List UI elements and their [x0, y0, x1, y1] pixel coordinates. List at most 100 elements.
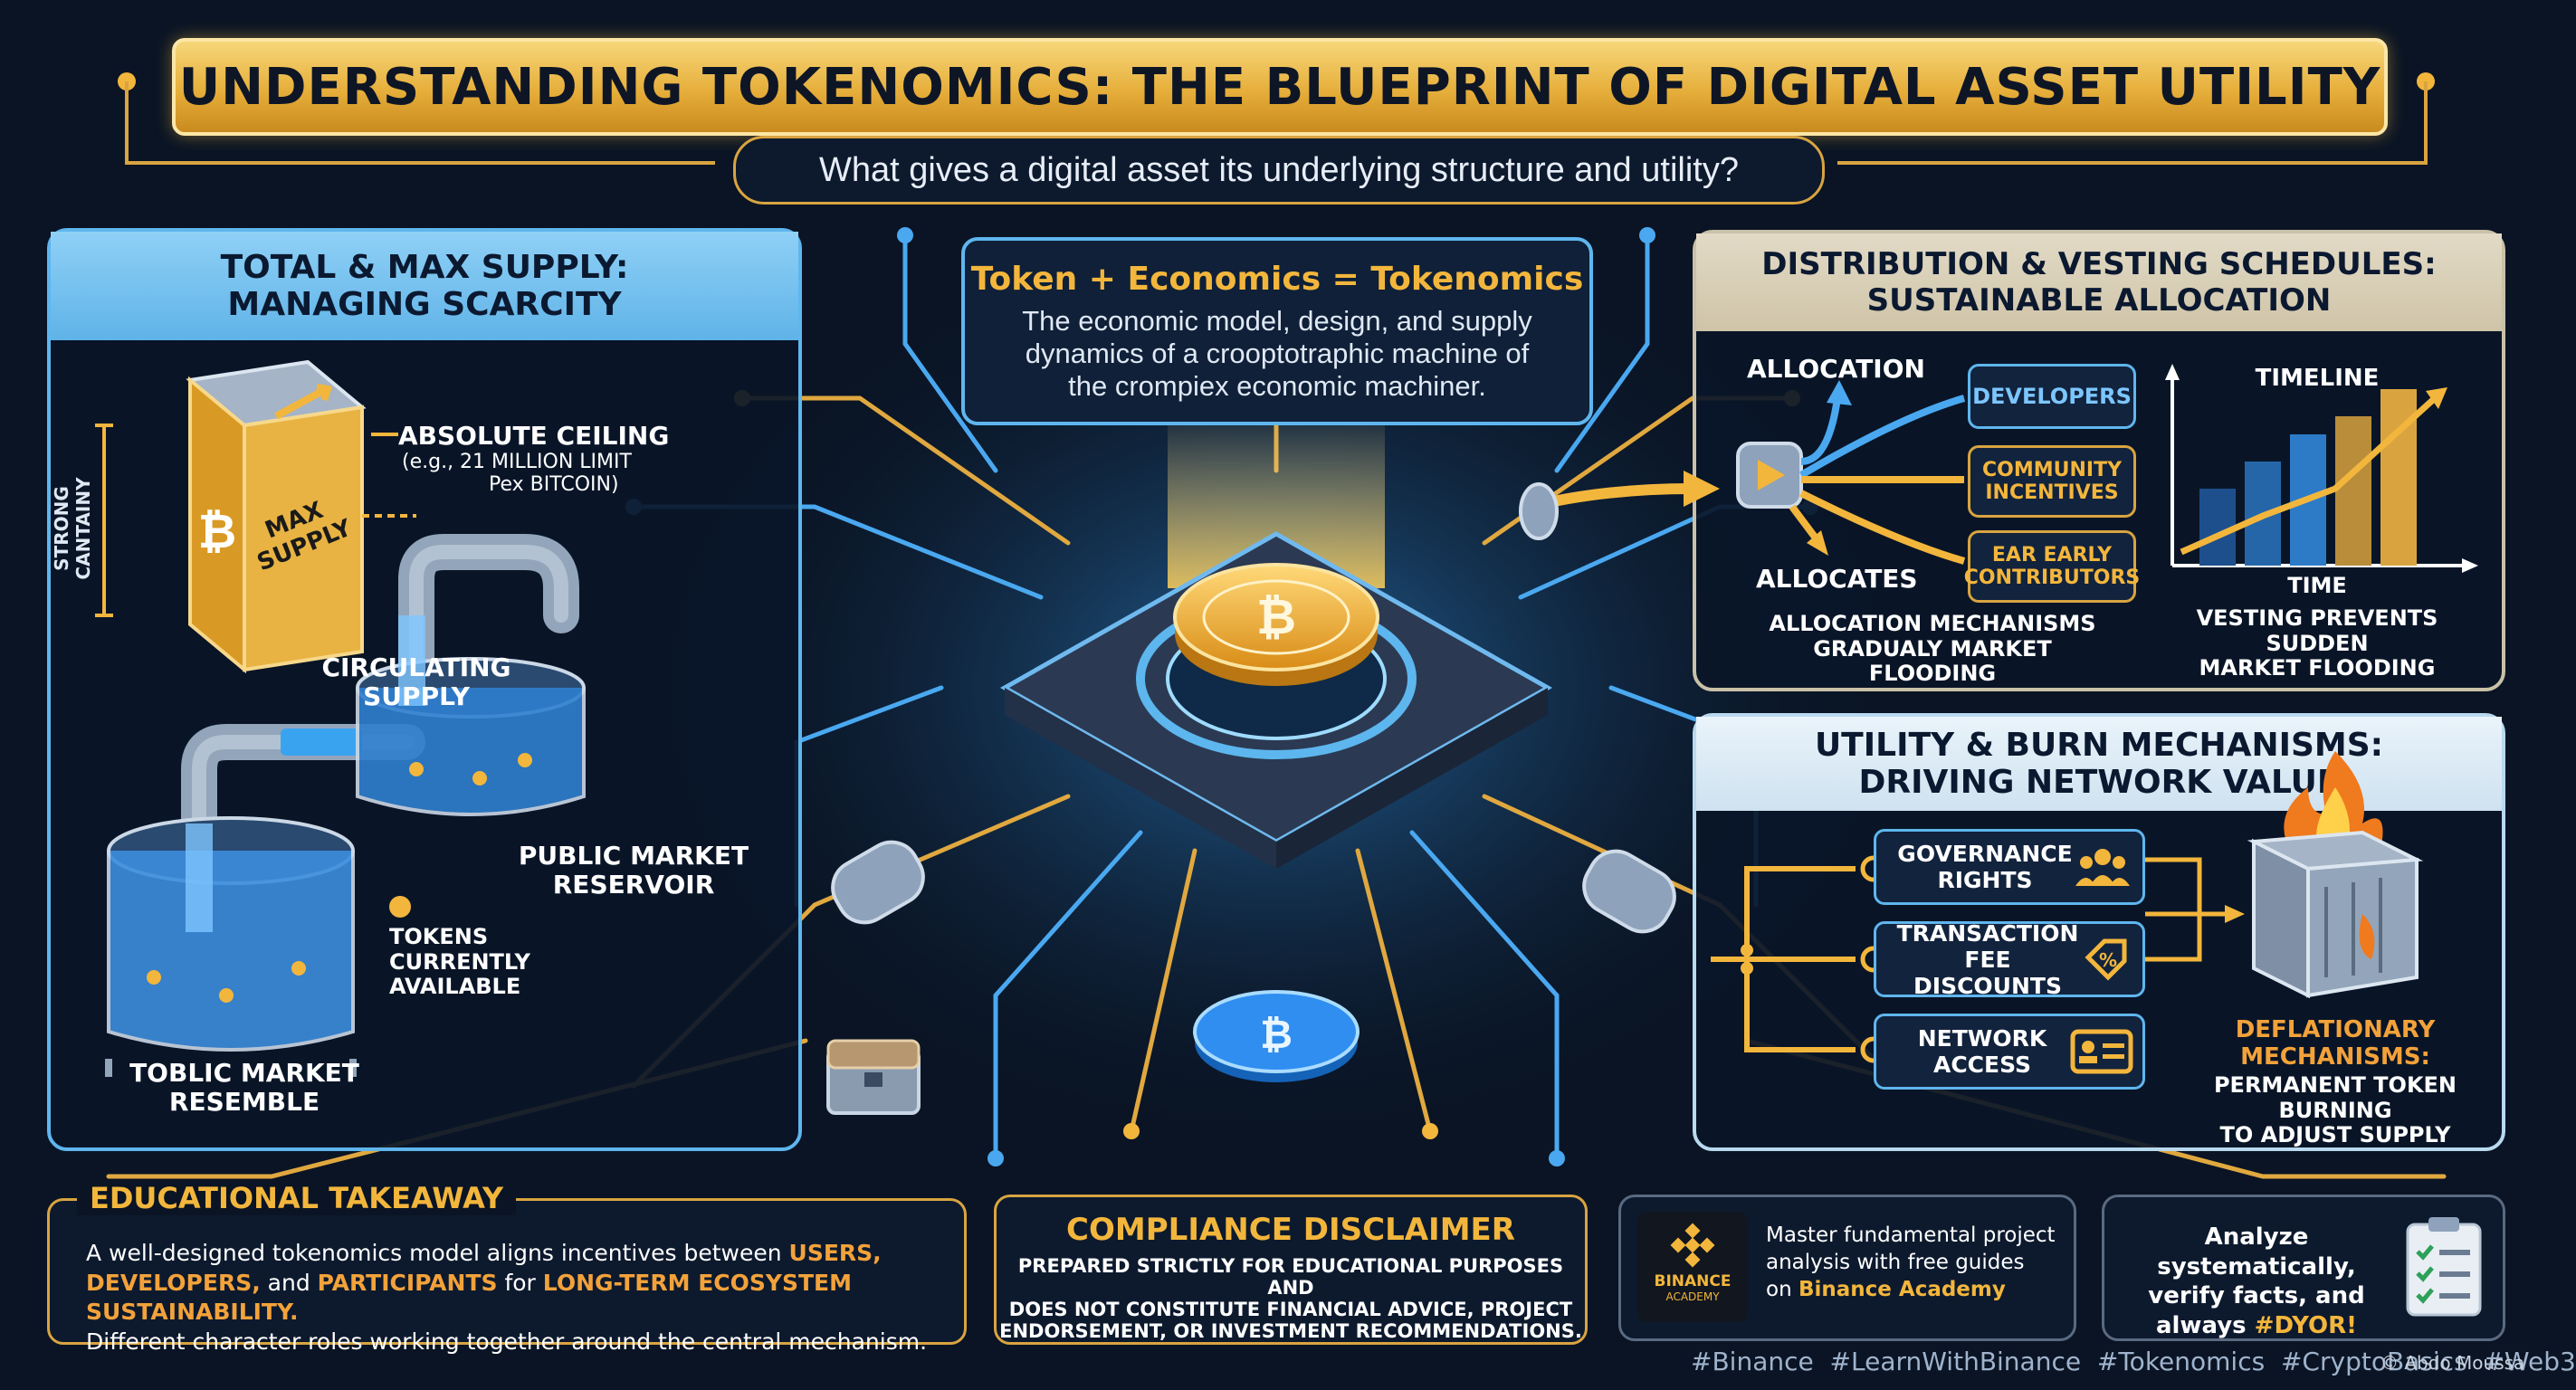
vesting-line-2: MARKET FLOODING: [2199, 655, 2436, 681]
absolute-ceiling-label: ABSOLUTE CEILING (e.g., 21 MILLION LIMIT…: [398, 421, 670, 497]
permanent-burn-label: PERMANENT TOKEN BURNING TO ADJUST SUPPLY: [2172, 1072, 2498, 1148]
utility-title-2: DRIVING NETWORK VALUE: [1858, 764, 2340, 801]
pipe-icon: [831, 840, 925, 925]
binance-academy-link[interactable]: Binance Academy: [1798, 1277, 2006, 1301]
mech-line-2: GRADUALY MARKET FLOODING: [1813, 635, 2052, 687]
arrow-to-burn-icon: [2145, 857, 2245, 962]
tx-line-2: FEE DISCOUNTS: [1913, 946, 2062, 999]
takeaway-developers: DEVELOPERS,: [86, 1269, 261, 1296]
dyor-box: Analyze systematically, verify facts, an…: [2102, 1195, 2505, 1341]
supply-title-2: MANAGING SCARCITY: [227, 286, 622, 323]
dyor-hashtag: #DYOR!: [2254, 1311, 2358, 1339]
takeaway-participants: PARTICIPANTS: [317, 1269, 498, 1296]
takeaway-text: A well-designed tokenomics model aligns …: [86, 1239, 955, 1357]
binance-diamond-icon: [1670, 1223, 1715, 1268]
ceiling-line-1: ABSOLUTE CEILING: [398, 421, 670, 451]
tokens-line-2: CURRENTLY: [389, 948, 530, 975]
mech-line-1: ALLOCATION MECHANISMS: [1769, 611, 2096, 636]
tx-line-1: TRANSACTION: [1896, 919, 2079, 947]
credit-text: © Abdo Moussa: [2380, 1352, 2525, 1374]
page-subtitle: What gives a digital asset its underlyin…: [819, 150, 1739, 189]
takeaway-users: USERS,: [788, 1240, 882, 1266]
early-line-2: CONTRIBUTORS: [1963, 566, 2141, 589]
distribution-title-2: SUSTAINABLE ALLOCATION: [1866, 282, 2332, 319]
academy-line-1: Master fundamental project: [1766, 1223, 2056, 1247]
academy-line-2: analysis with free guides: [1766, 1250, 2025, 1274]
definition-line-2: dynamics of a crooptotraphic machine of: [1025, 338, 1530, 369]
ceiling-line-3: Pex BITCOIN): [489, 473, 619, 497]
distribution-panel-header: DISTRIBUTION & VESTING SCHEDULES: SUSTAI…: [1696, 233, 2502, 331]
community-incentives-box: COMMUNITY INCENTIVES: [1968, 445, 2136, 518]
takeaway-heading: EDUCATIONAL TAKEAWAY: [77, 1181, 517, 1215]
id-card-icon: [2070, 1029, 2133, 1074]
bitcoin-coin-icon: ₿: [1193, 990, 1360, 1082]
reservoir-icon: [356, 615, 586, 816]
svg-text:₿: ₿: [1256, 588, 1296, 645]
gov-line-1: GOVERNANCE: [1897, 841, 2073, 867]
subtitle-pill: What gives a digital asset its underlyin…: [733, 136, 1825, 205]
distribution-title-1: DISTRIBUTION & VESTING SCHEDULES:: [1761, 246, 2437, 282]
public-line-2: RESERVOIR: [552, 870, 715, 900]
academy-text: Master fundamental project analysis with…: [1766, 1223, 2065, 1304]
toblic-market-label: TOBLIC MARKET RESEMBLE: [109, 1058, 380, 1117]
branch-connector-icon: [1711, 855, 1887, 1063]
definition-heading: Token + Economics = Tokenomics: [970, 261, 1584, 298]
tokens-line-3: AVAILABLE: [389, 974, 521, 1000]
supply-title-1: TOTAL & MAX SUPPLY:: [220, 249, 629, 286]
net-line-2: ACCESS: [1932, 1052, 2031, 1078]
dyor-line-3-pre: always: [2155, 1311, 2255, 1339]
deflationary-label: DEFLATIONARY MECHANISMS:: [2190, 1016, 2480, 1071]
binance-logo-icon: BINANCE ACADEMY: [1637, 1212, 1748, 1322]
governance-rights-box: GOVERNANCE RIGHTS: [1874, 829, 2145, 905]
community-line-2: INCENTIVES: [1985, 481, 2119, 504]
defl-line-2: MECHANISMS:: [2240, 1042, 2430, 1071]
binance-academy-box: BINANCE ACADEMY Master fundamental proje…: [1618, 1195, 2076, 1341]
perm-line-1: PERMANENT TOKEN BURNING: [2213, 1072, 2457, 1123]
takeaway-text-1: A well-designed tokenomics model aligns …: [86, 1240, 789, 1266]
supply-illustration: ₿: [95, 359, 586, 1077]
public-line-1: PUBLIC MARKET: [518, 841, 749, 871]
strong-certainty-label: STRONG CANTAINY: [51, 477, 94, 580]
definition-line-1: The economic model, design, and supply: [1022, 305, 1532, 337]
community-line-1: COMMUNITY: [1981, 459, 2123, 481]
burn-bin-icon: [2247, 751, 2424, 999]
takeaway-text-3: for: [497, 1269, 543, 1296]
educational-takeaway-box: EDUCATIONAL TAKEAWAY A well-designed tok…: [47, 1181, 967, 1355]
allocation-mechanisms-label: ALLOCATION MECHANISMS GRADUALY MARKET FL…: [1747, 611, 2118, 687]
svg-text:₿: ₿: [1260, 1012, 1293, 1058]
developers-box: DEVELOPERS: [1968, 364, 2136, 429]
reservoir-icon: [105, 816, 357, 1077]
defl-line-1: DEFLATIONARY: [2235, 1016, 2436, 1043]
timeline-label: TIMELINE: [2255, 365, 2380, 392]
utility-panel-header: UTILITY & BURN MECHANISMS: DRIVING NETWO…: [1696, 717, 2502, 811]
hashtag-footer: #Binance #LearnWithBinance #Tokenomics #…: [1691, 1347, 2576, 1376]
disclaimer-line-1: PREPARED STRICTLY FOR EDUCATIONAL PURPOS…: [1017, 1255, 1564, 1299]
svg-text:₿: ₿: [198, 505, 236, 559]
title-banner: UNDERSTANDING TOKENOMICS: THE BLUEPRINT …: [172, 38, 2388, 136]
max-supply-box-icon: ₿: [186, 359, 367, 674]
early-contributors-box: EAR EARLY CONTRIBUTORS: [1964, 530, 2140, 603]
takeaway-sustainability: LONG-TERM ECOSYSTEM SUSTAINABILITY.: [86, 1269, 852, 1326]
academy-line-3-pre: on: [1766, 1277, 1798, 1301]
network-access-box: NETWORK ACCESS: [1874, 1014, 2145, 1090]
net-line-1: NETWORK: [1917, 1025, 2047, 1052]
allocates-label: ALLOCATES: [1756, 564, 1918, 594]
gov-line-2: RIGHTS: [1937, 867, 2033, 893]
disclaimer-heading: COMPLIANCE DISCLAIMER: [1066, 1212, 1515, 1248]
circulating-supply-label: CIRCULATING SUPPLY: [308, 652, 525, 711]
tokens-available-label: TOKENS CURRENTLY AVAILABLE: [389, 924, 570, 1000]
vesting-label: VESTING PREVENTS SUDDEN MARKET FLOODING: [2145, 605, 2489, 681]
disclaimer-line-3: ENDORSEMENT, OR INVESTMENT RECOMMENDATIO…: [999, 1320, 1582, 1342]
supply-panel-header: TOTAL & MAX SUPPLY: MANAGING SCARCITY: [51, 232, 798, 340]
time-label: TIME: [2287, 573, 2347, 598]
disclaimer-line-2: DOES NOT CONSTITUTE FINANCIAL ADVICE, PR…: [1008, 1299, 1573, 1320]
allocation-label: ALLOCATION: [1747, 354, 1925, 384]
circulating-line-1: CIRCULATING: [321, 652, 511, 682]
utility-title-1: UTILITY & BURN MECHANISMS:: [1814, 727, 2384, 764]
bitcoin-coin-icon: ₿: [1173, 563, 1379, 686]
public-market-reservoir-label: PUBLIC MARKET RESERVOIR: [507, 841, 760, 900]
people-icon: [2075, 849, 2130, 886]
pipe-icon: [1582, 849, 1676, 934]
early-line-1: EAR EARLY: [1991, 544, 2113, 566]
dyor-line-2: verify facts, and: [2148, 1282, 2365, 1309]
